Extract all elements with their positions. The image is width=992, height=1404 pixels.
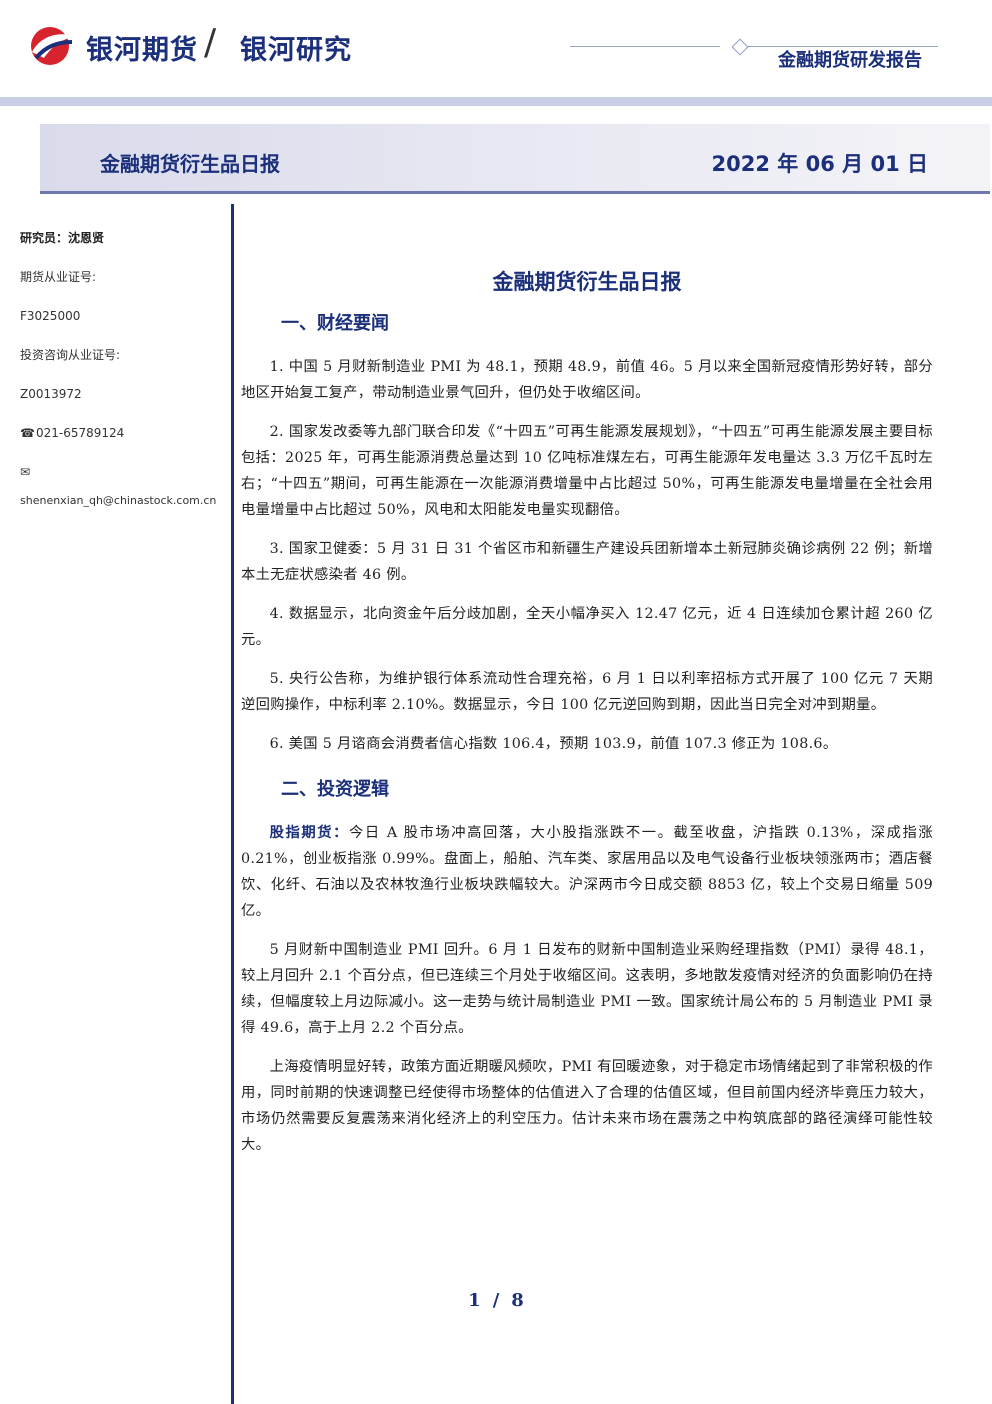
phone-icon: ☎: [20, 426, 35, 440]
analyst-name: 研究员：沈恩贤: [20, 231, 105, 245]
logic-text: 今日 A 股市场冲高回落，大小股指涨跌不一。截至收盘，沪指跌 0.13%，深成指…: [241, 825, 933, 919]
brand-name: 银河期货: [86, 35, 198, 66]
logic-paragraph: 股指期货：今日 A 股市场冲高回落，大小股指涨跌不一。截至收盘，沪指跌 0.13…: [241, 820, 933, 924]
brand-subtitle: 银河研究: [240, 35, 352, 66]
diamond-icon: [731, 38, 749, 56]
futures-cert-label: 期货从业证号:: [20, 270, 97, 284]
section-heading-logic: 二、投资逻辑: [281, 779, 389, 800]
brand-separator: /: [204, 22, 217, 63]
total-pages: 8: [511, 1290, 524, 1311]
news-item: 4. 数据显示，北向资金午后分歧加剧，全天小幅净买入 12.47 亿元，近 4 …: [241, 606, 933, 648]
galaxy-logo-icon: [31, 27, 76, 65]
logic-lead: 股指期货：: [269, 825, 349, 841]
current-page: 1: [468, 1290, 481, 1311]
news-item: 2. 国家发改委等九部门联合印发《“十四五”可再生能源发展规划》，“十四五”可再…: [241, 424, 933, 518]
analyst-sidebar: 研究员：沈恩贤 期货从业证号: F3025000 投资咨询从业证号: Z0013…: [20, 224, 225, 507]
news-item: 6. 美国 5 月谘商会消费者信心指数 106.4，预期 103.9，前值 10…: [269, 736, 838, 752]
mail-icon: ✉: [20, 465, 31, 479]
banner-title: 金融期货衍生品日报: [100, 152, 280, 176]
logic-paragraph: 5 月财新中国制造业 PMI 回升。6 月 1 日发布的财新中国制造业采购经理指…: [241, 942, 933, 1036]
header-rule-left: [570, 46, 720, 47]
column-divider: [231, 204, 234, 1404]
page-separator: /: [492, 1290, 500, 1311]
title-banner: [40, 124, 990, 192]
email-line: ✉ shenenxian_qh@chinastock.com.cn: [20, 458, 225, 507]
logic-paragraph: 上海疫情明显好转，政策方面近期暖风频吹，PMI 有回暖迹象，对于稳定市场情绪起到…: [241, 1059, 933, 1153]
email-address[interactable]: shenenxian_qh@chinastock.com.cn: [20, 494, 217, 507]
futures-cert-number: F3025000: [20, 309, 81, 323]
news-item: 3. 国家卫健委：5 月 31 日 31 个省区市和新疆生产建设兵团新增本土新冠…: [241, 541, 933, 583]
news-item: 1. 中国 5 月财新制造业 PMI 为 48.1，预期 48.9，前值 46。…: [241, 359, 933, 401]
title-banner-rule: [40, 191, 990, 194]
phone-number: 021-65789124: [35, 426, 125, 440]
header-band: [0, 97, 992, 106]
document-title: 金融期货衍生品日报: [492, 270, 682, 294]
report-type: 金融期货研发报告: [778, 50, 922, 71]
header-rule-right: [748, 46, 938, 47]
phone-line: ☎021-65789124: [20, 419, 225, 458]
report-body: 金融期货衍生品日报 一、财经要闻 1. 中国 5 月财新制造业 PMI 为 48…: [241, 262, 933, 1171]
banner-date: 2022 年 06 月 01 日: [711, 152, 928, 176]
page-number: 1 / 8: [0, 1290, 992, 1311]
page-header: 银河期货 / 银河研究 金融期货研发报告: [0, 0, 992, 106]
news-item: 5. 央行公告称，为维护银行体系流动性合理充裕，6 月 1 日以利率招标方式开展…: [241, 671, 933, 713]
advisory-cert-number: Z0013972: [20, 387, 82, 401]
advisory-cert-label: 投资咨询从业证号:: [20, 348, 121, 362]
section-heading-news: 一、财经要闻: [281, 313, 389, 334]
